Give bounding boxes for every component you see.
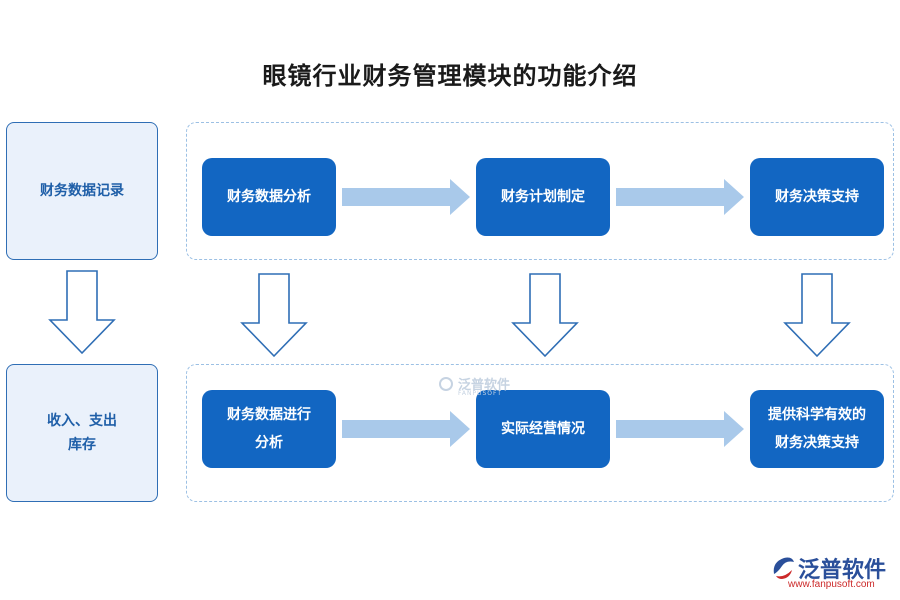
node-finance-decision-support: 财务决策支持 <box>750 158 884 236</box>
brand-name: 泛普软件 <box>798 558 887 583</box>
node-finance-analysis: 财务数据分析 <box>202 158 336 236</box>
brand-logo-icon <box>773 557 794 579</box>
down-arrow-icon <box>240 273 308 358</box>
brand-url: www.fanpusoft.com <box>788 579 875 590</box>
down-arrow-icon <box>783 273 851 358</box>
right-arrow-icon <box>616 179 744 215</box>
side-box-label: 财务数据记录 <box>40 183 124 199</box>
node-finance-data-analysis: 财务数据进行 分析 <box>202 390 336 468</box>
watermark-text: 泛普软件 <box>458 378 511 393</box>
right-arrow-icon <box>616 411 744 447</box>
side-box-income-expense-inventory: 收入、支出 库存 <box>6 364 158 502</box>
node-label: 实际经营情况 <box>501 421 585 437</box>
node-finance-planning: 财务计划制定 <box>476 158 610 236</box>
node-label: 财务数据分析 <box>227 189 311 205</box>
top-process-panel <box>186 122 894 260</box>
node-label: 财务决策支持 <box>775 189 859 205</box>
node-label: 财务数据进行 分析 <box>227 407 311 451</box>
side-box-label: 收入、支出 库存 <box>47 413 117 453</box>
diagram-title: 眼镜行业财务管理模块的功能介绍 <box>262 62 638 90</box>
bottom-process-panel <box>186 364 894 502</box>
down-arrow-icon <box>48 270 116 355</box>
down-arrow-icon <box>511 273 579 358</box>
watermark-logo-icon <box>439 376 453 391</box>
watermark-subtext: FANPUSOFT <box>458 390 503 397</box>
node-scientific-decision-support: 提供科学有效的 财务决策支持 <box>750 390 884 468</box>
side-box-finance-records: 财务数据记录 <box>6 122 158 260</box>
right-arrow-icon <box>342 179 470 215</box>
brand-logo: 泛普软件 www.fanpusoft.com <box>770 552 894 592</box>
right-arrow-icon <box>342 411 470 447</box>
node-label: 财务计划制定 <box>501 189 585 205</box>
node-label: 提供科学有效的 财务决策支持 <box>768 407 866 451</box>
watermark: 泛普软件 FANPUSOFT <box>438 374 511 397</box>
node-actual-operations: 实际经营情况 <box>476 390 610 468</box>
